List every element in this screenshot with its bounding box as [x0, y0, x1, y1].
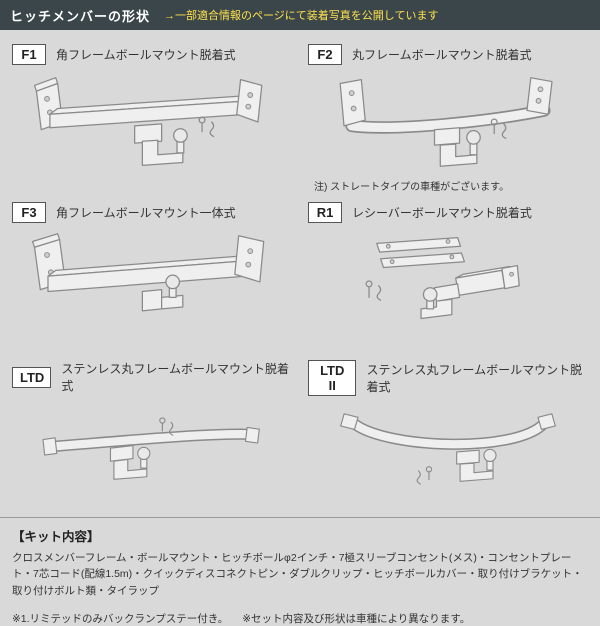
page-title: ヒッチメンバーの形状: [10, 8, 151, 24]
cell-head: R1 レシーバーボールマウント脱着式: [308, 202, 588, 223]
header-note: →一部適合情報のページにて装着写真を公開しています: [164, 10, 439, 22]
shape-label-f2: 丸フレームボールマウント脱着式: [352, 48, 532, 62]
shape-grid: F1 角フレームボールマウント脱着式: [0, 30, 600, 509]
shape-label-f3: 角フレームボールマウント一体式: [56, 206, 236, 220]
r1-hitch-drawing: [308, 227, 588, 333]
section-header: ヒッチメンバーの形状 →一部適合情報のページにて装着写真を公開しています: [0, 0, 600, 30]
shape-label-f1: 角フレームボールマウント脱着式: [56, 48, 236, 62]
cell-head: F1 角フレームボールマウント脱着式: [12, 44, 292, 65]
shape-code-r1: R1: [308, 202, 342, 223]
shape-cell-f3: F3 角フレームボールマウント一体式: [4, 194, 300, 352]
shape-label-r1: レシーバーボールマウント脱着式: [352, 206, 532, 220]
cell-note: [314, 336, 588, 350]
kit-heading: 【キット内容】: [12, 530, 100, 544]
shape-cell-ltd: LTD ステンレス丸フレームボールマウント脱着式: [4, 352, 300, 509]
cell-note: [314, 493, 588, 507]
kit-note-backlamp: ※1.リミテッドのみバックランプステー付き。: [12, 612, 229, 625]
cell-head: LTD II ステンレス丸フレームボールマウント脱着式: [308, 360, 588, 396]
shape-cell-f1: F1 角フレームボールマウント脱着式: [4, 36, 300, 194]
shape-cell-f2: F2 丸フレームボールマウント脱着式 注) ストレー: [300, 36, 596, 194]
stainless-round-frame-icon: [42, 417, 260, 480]
round-frame-detachable-icon: [339, 77, 553, 167]
cell-head: F3 角フレームボールマウント一体式: [12, 202, 292, 223]
f2-hitch-drawing: [308, 69, 588, 175]
kit-contents-section: 【キット内容】 クロスメンバーフレーム・ボールマウント・ヒッチボールφ2インチ・…: [0, 517, 600, 626]
ltd-hitch-drawing: [12, 398, 292, 488]
cell-note: [18, 178, 292, 192]
cell-head: F2 丸フレームボールマウント脱着式: [308, 44, 588, 65]
kit-note-variation: ※セット内容及び形状は車種により異なります。: [242, 612, 471, 625]
shape-cell-ltd2: LTD II ステンレス丸フレームボールマウント脱着式: [300, 352, 596, 509]
shape-label-ltd2: ステンレス丸フレームボールマウント脱着式: [366, 363, 583, 394]
kit-notes: ※1.リミテッドのみバックランプステー付き。 ※セット内容及び形状は車種により異…: [12, 611, 588, 626]
shape-code-f1: F1: [12, 44, 46, 65]
cell-note: [18, 491, 292, 505]
cell-head: LTD ステンレス丸フレームボールマウント脱着式: [12, 360, 292, 394]
square-frame-detachable-icon: [33, 77, 263, 166]
shape-code-ltd2: LTD II: [308, 360, 357, 396]
shape-code-f3: F3: [12, 202, 46, 223]
shape-code-ltd: LTD: [12, 366, 52, 388]
straight-type-note: 注) ストレートタイプの車種がございます。: [314, 182, 510, 193]
f1-hitch-drawing: [12, 69, 292, 175]
shape-cell-r1: R1 レシーバーボールマウント脱着式: [300, 194, 596, 352]
shape-label-ltd: ステンレス丸フレームボールマウント脱着式: [61, 362, 290, 393]
square-frame-fixed-icon: [31, 233, 265, 312]
shape-code-f2: F2: [308, 44, 342, 65]
cell-note: [18, 336, 292, 350]
ltd2-hitch-drawing: [308, 400, 588, 490]
kit-contents-text: クロスメンバーフレーム・ボールマウント・ヒッチボールφ2インチ・7極スリーブコン…: [12, 552, 583, 597]
receiver-detachable-icon: [365, 237, 520, 320]
f3-hitch-drawing: [12, 227, 292, 333]
stainless-curved-frame-icon: [340, 413, 556, 485]
